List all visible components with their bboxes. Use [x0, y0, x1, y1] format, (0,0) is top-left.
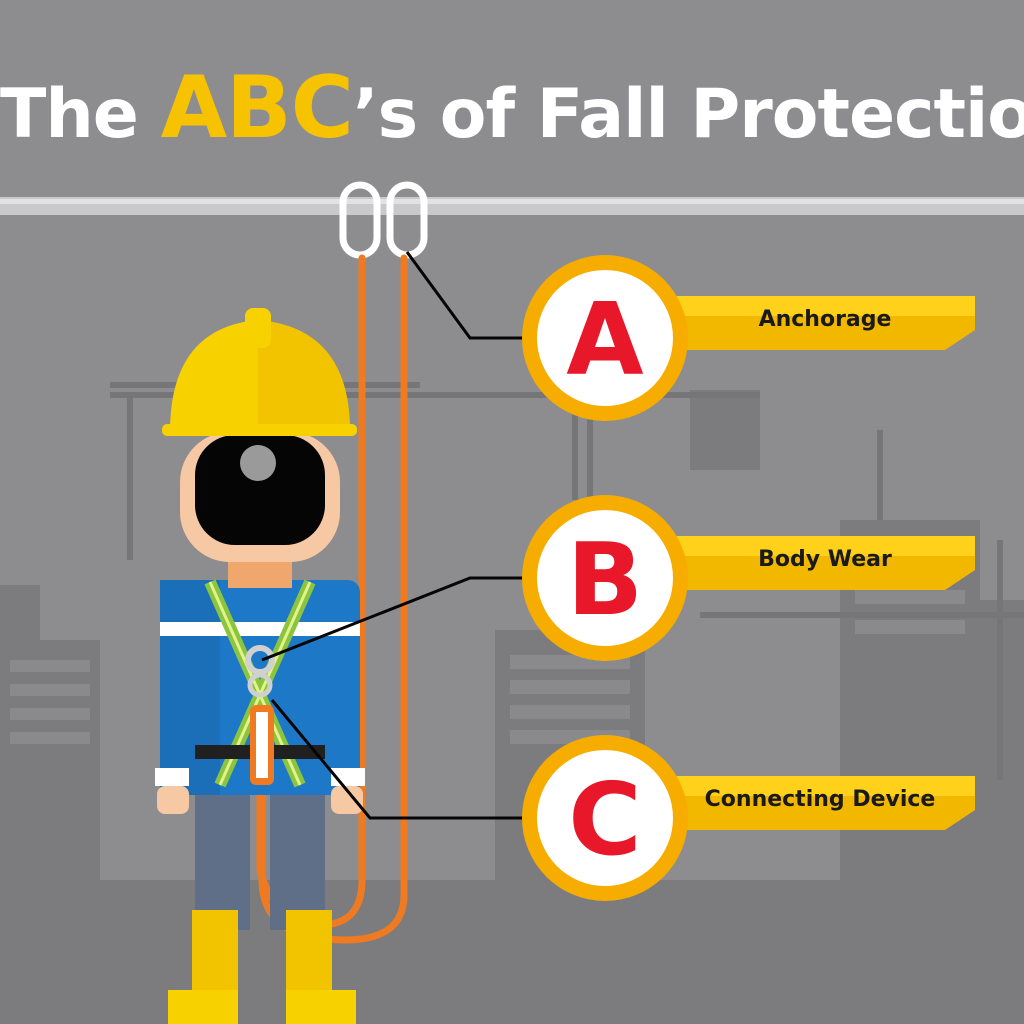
- item-label: Connecting Device: [705, 787, 936, 812]
- item-letter: C: [568, 761, 641, 878]
- item-letter: B: [567, 521, 643, 638]
- hard-hat-icon: [162, 308, 357, 436]
- building-windows: [10, 560, 965, 744]
- item-label: Anchorage: [759, 307, 892, 332]
- callout-b: B Body Wear: [522, 495, 975, 661]
- harness-icon: [195, 579, 325, 788]
- callout-c: C Connecting Device: [522, 735, 975, 901]
- item-letter: A: [566, 281, 643, 398]
- carabiner-icon: [339, 181, 428, 259]
- title-prefix: The: [0, 75, 161, 154]
- callout-a: A Anchorage: [522, 255, 975, 421]
- title-highlight: ABC: [160, 58, 354, 158]
- leader-lines: [261, 251, 538, 820]
- item-label: Body Wear: [758, 547, 892, 572]
- page-title: The ABC’s of Fall Protection: [0, 58, 1024, 158]
- title-suffix: ’s of Fall Protection: [352, 75, 1024, 154]
